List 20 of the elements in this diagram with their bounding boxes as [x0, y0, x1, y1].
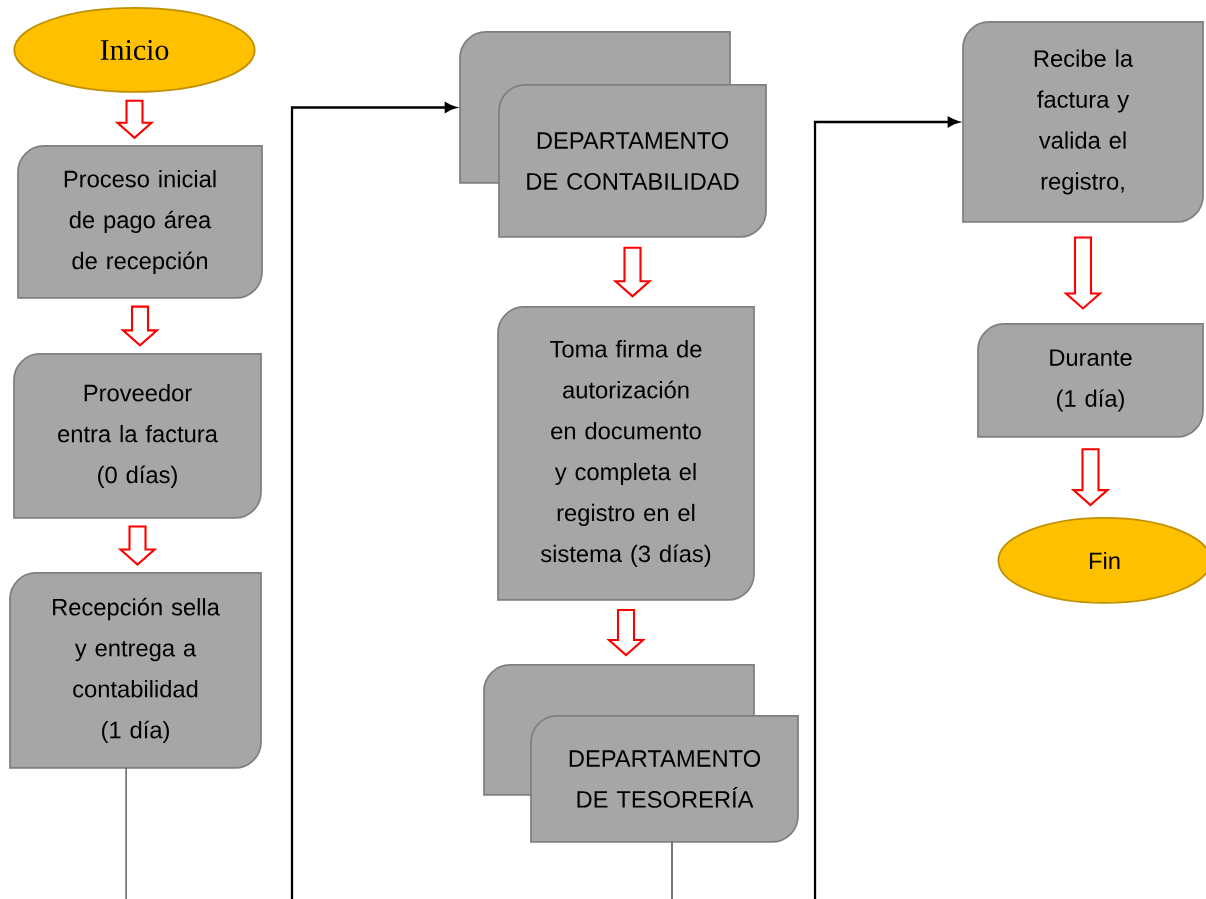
block-arrow	[1070, 448, 1111, 507]
block-arrow	[606, 608, 646, 657]
block-arrow	[612, 246, 653, 298]
process-box: Recepción sella y entrega a contabilidad (1 día)	[9, 572, 262, 769]
process-box: DEPARTAMENTO DE TESORERÍA	[530, 715, 799, 843]
block-arrow	[114, 99, 155, 140]
block-arrow	[1063, 236, 1103, 310]
process-box: Recibe la factura y valida el registro,	[962, 21, 1204, 223]
process-box: Durante (1 día)	[977, 323, 1204, 438]
process-box: DEPARTAMENTO DE CONTABILIDAD	[498, 84, 767, 238]
connector-line	[671, 841, 673, 899]
connector-line	[125, 767, 127, 899]
process-box: Proveedor entra la factura (0 días)	[13, 353, 262, 519]
block-arrow	[117, 525, 158, 566]
terminal-oval: Inicio	[13, 7, 256, 93]
connector-line	[813, 116, 960, 899]
terminal-oval: Fin	[997, 517, 1206, 604]
process-box: Proceso inicial de pago área de recepción	[17, 145, 263, 299]
block-arrow	[120, 305, 160, 347]
process-box: Toma firma de autorización en documento y completa el registro en el sistema (3 días)	[497, 306, 755, 601]
